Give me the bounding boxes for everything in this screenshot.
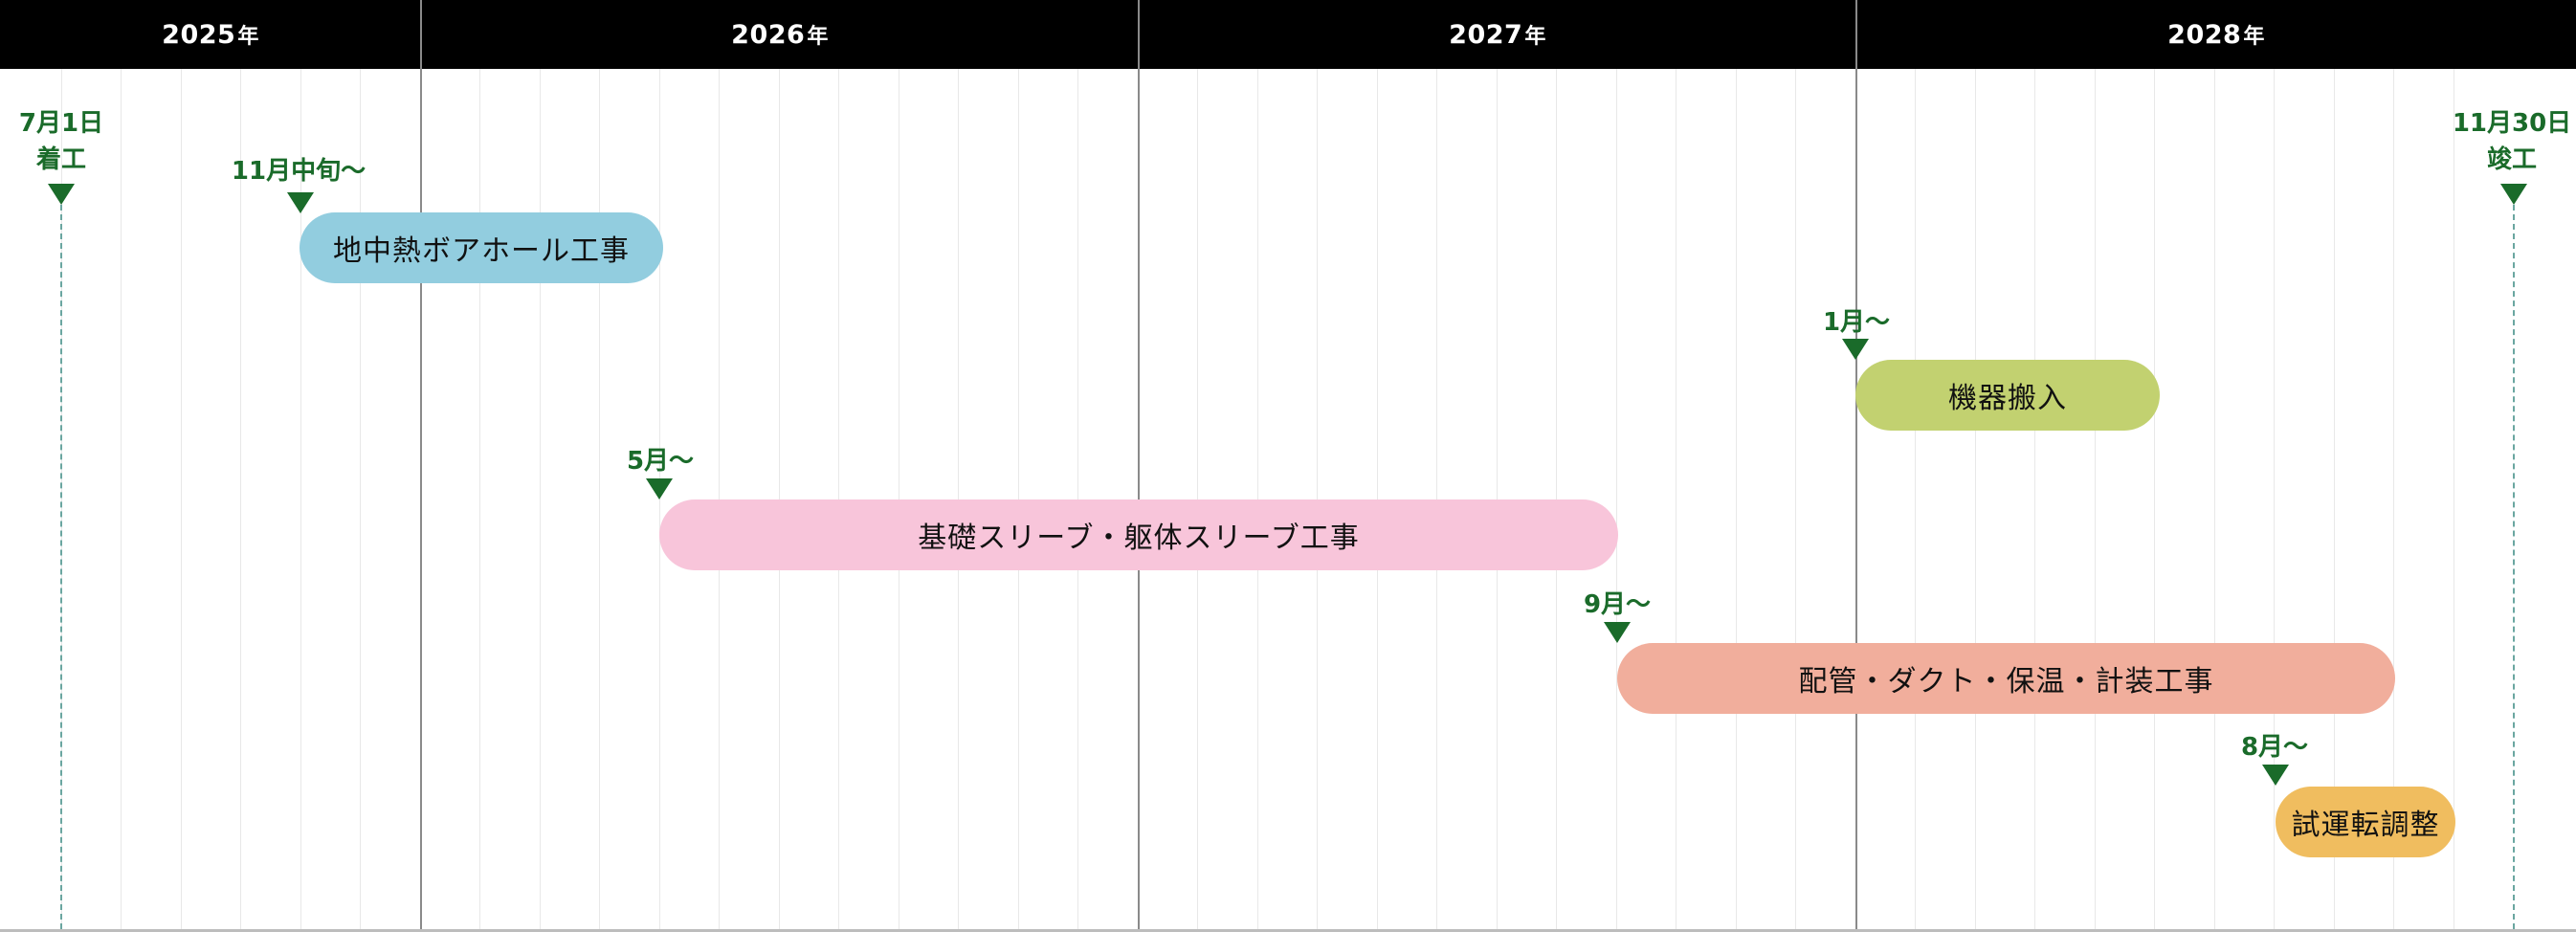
month-gridline	[1795, 69, 1796, 932]
task-start-label: 9月〜	[1583, 590, 1652, 619]
task-bar-commissioning: 試運転調整	[2276, 787, 2455, 857]
task-start-marker-icon	[2262, 765, 2289, 786]
year-header	[0, 0, 2576, 69]
task-start-label: 1月〜	[1822, 308, 1891, 337]
month-gridline	[2154, 69, 2155, 932]
month-gridline	[240, 69, 241, 932]
month-gridline	[1676, 69, 1677, 932]
chart-baseline	[0, 929, 2576, 932]
task-bar-borehole: 地中熱ボアホール工事	[300, 212, 663, 283]
month-gridline	[2214, 69, 2215, 932]
end-milestone-label: 11月30日 竣工	[2452, 109, 2572, 174]
start-milestone-label: 7月1日 着工	[18, 109, 104, 174]
month-gridline	[2334, 69, 2335, 932]
month-gridline	[1616, 69, 1617, 932]
month-gridline	[599, 69, 600, 932]
task-start-marker-icon	[646, 478, 673, 499]
task-start-marker-icon	[1604, 622, 1631, 643]
month-gridline	[2095, 69, 2096, 932]
year-divider-2027	[1138, 0, 1140, 932]
task-start-marker-icon	[1842, 339, 1869, 360]
task-bar-equipment: 機器搬入	[1855, 360, 2160, 431]
task-bar-piping: 配管・ダクト・保温・計装工事	[1617, 643, 2395, 714]
start-milestone-marker-icon	[48, 184, 75, 205]
month-gridline	[300, 69, 301, 932]
month-gridline	[2274, 69, 2275, 932]
month-gridline	[2393, 69, 2394, 932]
start-milestone-line	[60, 205, 62, 929]
month-gridline	[1736, 69, 1737, 932]
month-gridline	[2034, 69, 2035, 932]
end-milestone-line	[2513, 205, 2515, 929]
month-gridline	[1975, 69, 1976, 932]
year-divider-2028	[1855, 0, 1857, 932]
task-bar-sleeves: 基礎スリーブ・躯体スリーブ工事	[659, 499, 1618, 570]
month-gridline	[121, 69, 122, 932]
month-gridline	[479, 69, 480, 932]
task-start-label: 5月〜	[626, 447, 695, 476]
task-start-label: 11月中旬〜	[231, 157, 366, 186]
task-start-label: 8月〜	[2240, 733, 2309, 762]
month-gridline	[1915, 69, 1916, 932]
month-gridline	[540, 69, 541, 932]
task-start-marker-icon	[287, 192, 314, 213]
year-divider-2026	[420, 0, 422, 932]
month-gridline	[360, 69, 361, 932]
end-milestone-marker-icon	[2500, 184, 2527, 205]
month-gridline	[181, 69, 182, 932]
month-gridline	[659, 69, 660, 932]
